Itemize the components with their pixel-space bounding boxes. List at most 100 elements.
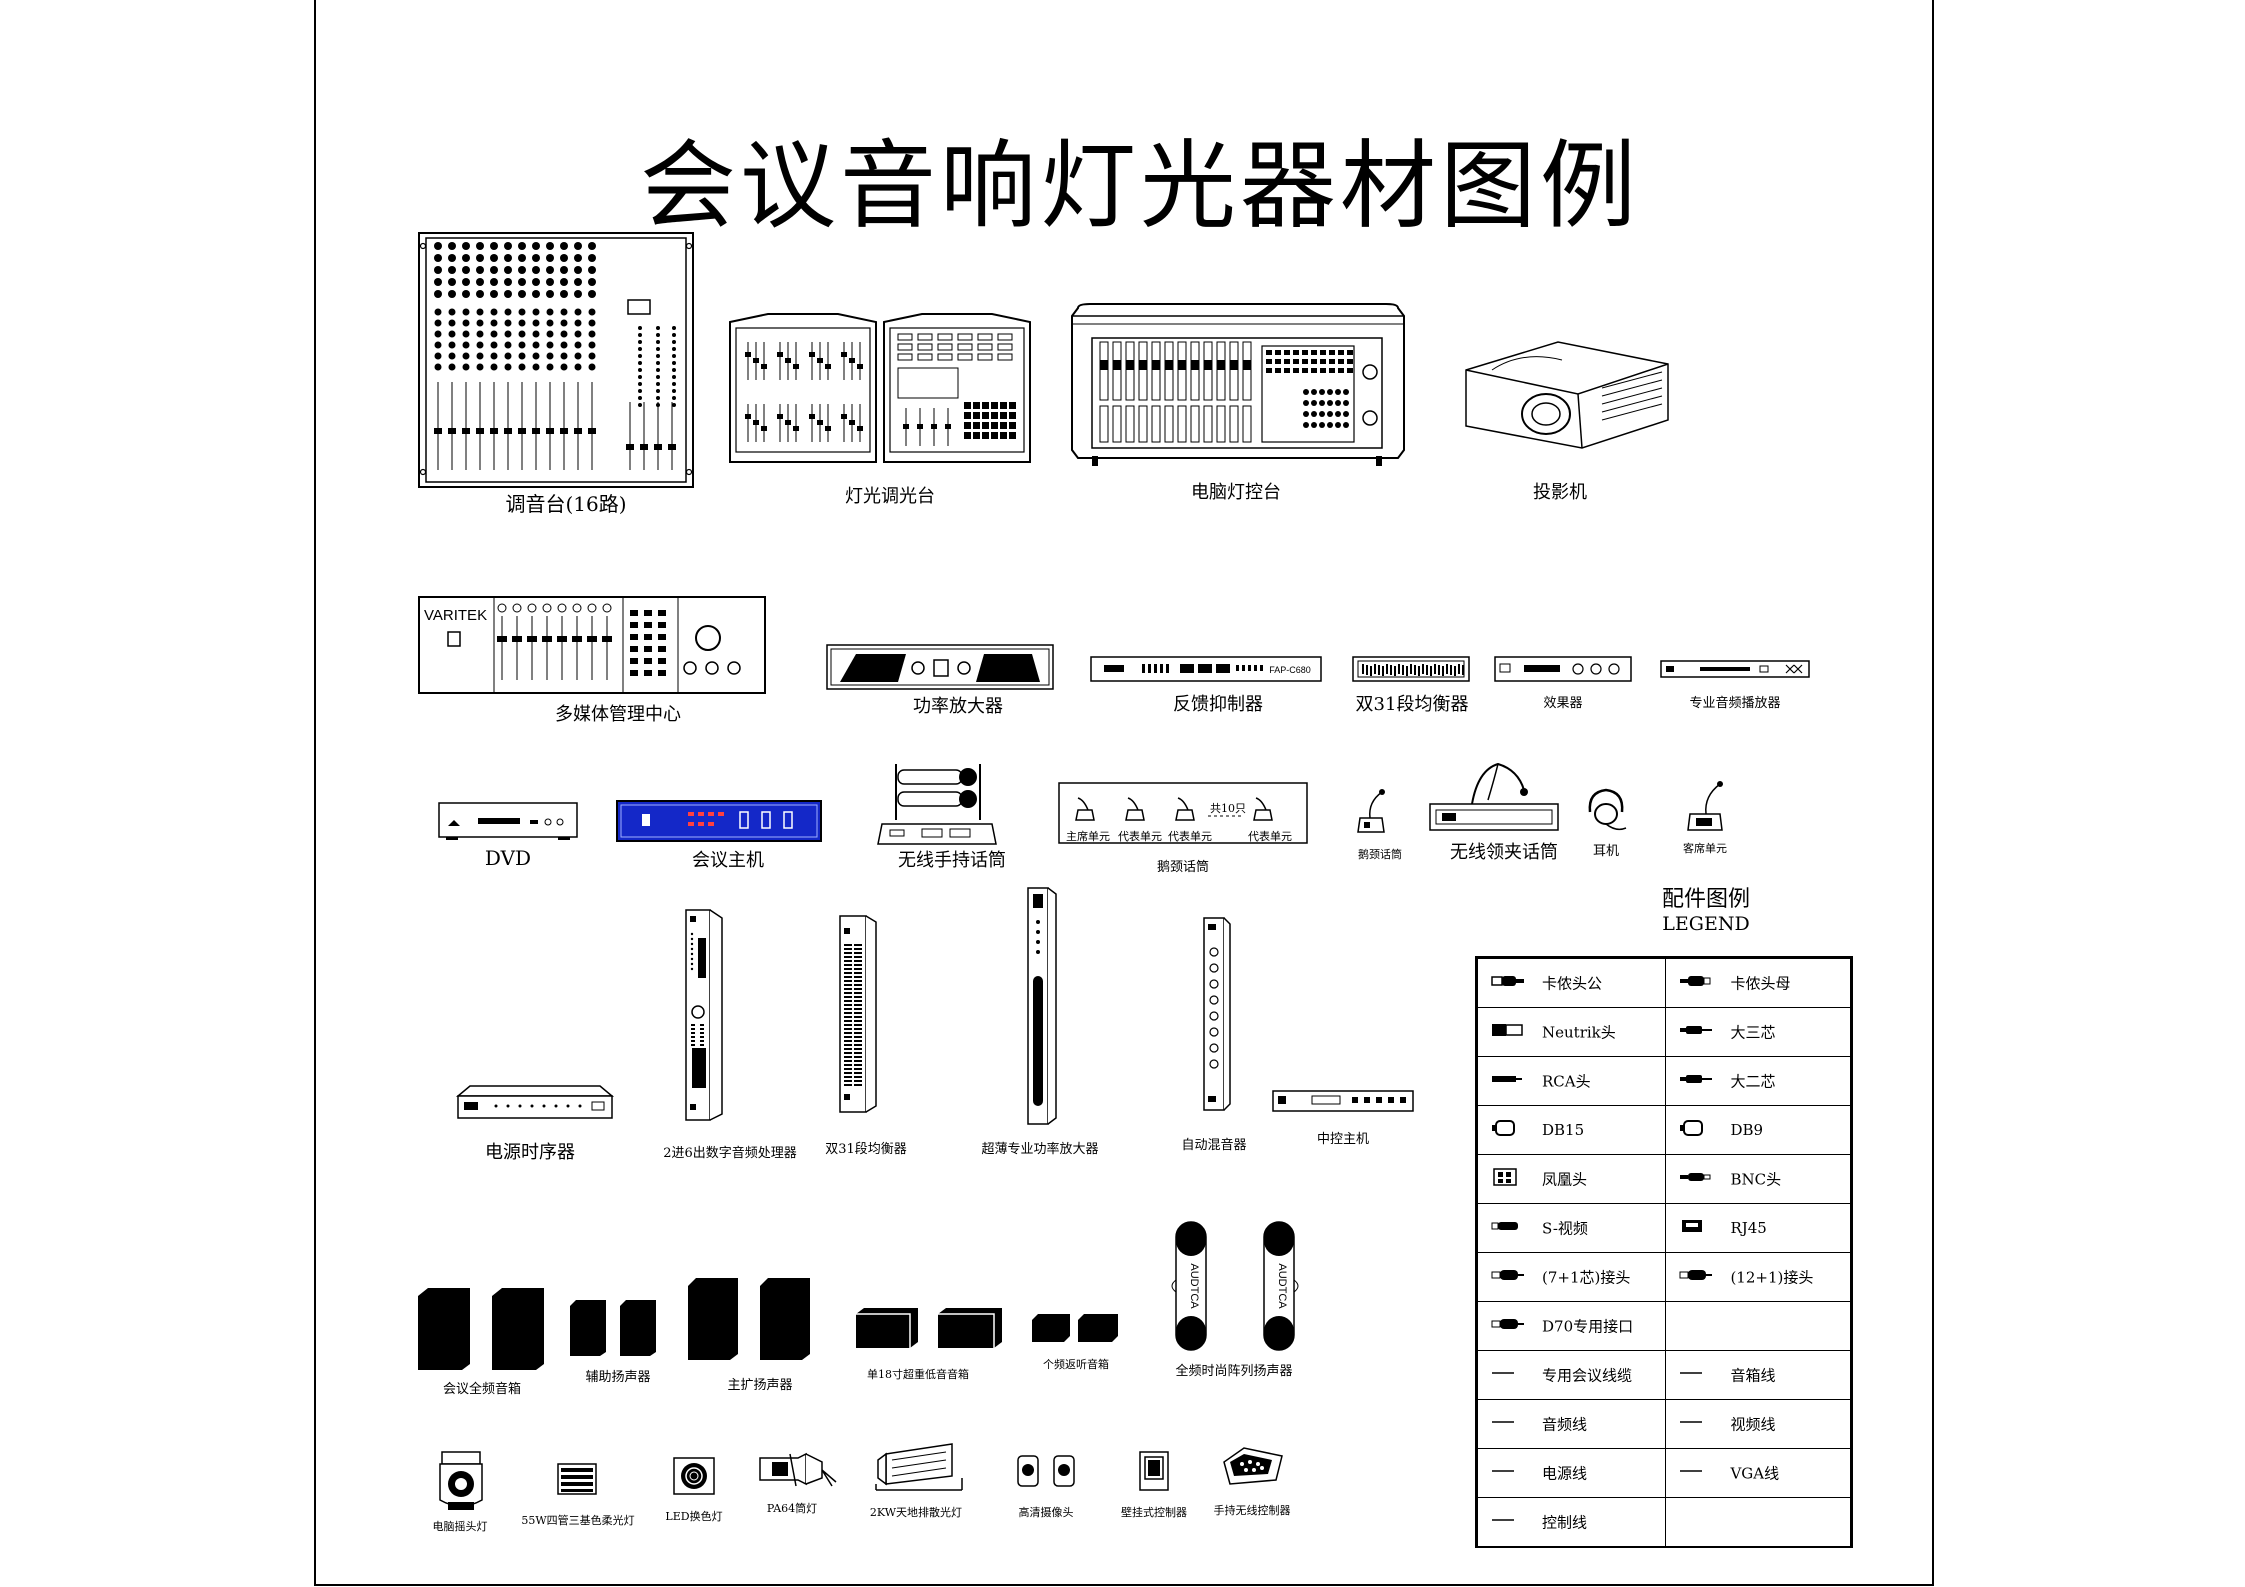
d70-connector-icon xyxy=(1490,1315,1542,1337)
conf-host-label: 会议主机 xyxy=(692,850,764,871)
effects-drawing xyxy=(1494,656,1632,682)
legend-cell xyxy=(1665,1497,1851,1547)
legend-cell: VGA线 xyxy=(1665,1448,1851,1498)
legend-item-label: S-视频 xyxy=(1542,1219,1588,1238)
wireless-handheld-label: 无线手持话筒 xyxy=(898,850,1006,871)
thin-amp-drawing xyxy=(1027,887,1057,1125)
legend-item-label: 电源线 xyxy=(1542,1464,1588,1483)
wireless-handheld-drawing xyxy=(877,764,997,845)
thin-amp-label: 超薄专业功率放大器 xyxy=(981,1142,1099,1157)
power-seq-drawing xyxy=(455,1085,615,1119)
legend-item-label: VGA线 xyxy=(1730,1464,1780,1483)
goose-unit-label: 代表单元 xyxy=(1118,830,1162,843)
dsp-drawing xyxy=(685,909,723,1121)
goose-mic-label: 鹅颈话筒 xyxy=(1156,860,1210,875)
legend-item-label: 凤凰头 xyxy=(1542,1170,1588,1189)
phoenix-connector-icon xyxy=(1490,1168,1542,1190)
plug-7-1-connector-icon xyxy=(1490,1266,1542,1288)
flood-light-drawing xyxy=(875,1443,963,1491)
soft-light-label: 55W四管三基色柔光灯 xyxy=(521,1514,635,1527)
legend-cell: (12+1)接头 xyxy=(1665,1252,1851,1302)
cable-line-icon xyxy=(1678,1413,1730,1435)
eq31-vertical-drawing xyxy=(839,915,877,1113)
legend-item-label: 视频线 xyxy=(1730,1415,1776,1434)
aux-speakers-drawing xyxy=(570,1300,656,1356)
legend-cell: DB9 xyxy=(1665,1105,1851,1155)
goose-unit-label: 代表单元 xyxy=(1168,830,1212,843)
line-array-brand-text: AUDTCA xyxy=(1276,1263,1288,1309)
main-speaker-label: 主扩扬声器 xyxy=(727,1378,793,1393)
legend-item-label: 卡侬头公 xyxy=(1542,974,1603,993)
goose-mic-single-label: 鹅颈话筒 xyxy=(1358,848,1402,861)
guest-unit-label: 客席单元 xyxy=(1683,842,1727,855)
legend-row: 电源线 VGA线 xyxy=(1476,1448,1851,1498)
lapel-mic-drawing xyxy=(1429,762,1559,831)
legend-cell: RJ45 xyxy=(1665,1203,1851,1253)
legend-row: 音频线视频线 xyxy=(1476,1399,1851,1449)
xlr-female-connector-icon xyxy=(1678,972,1730,994)
feedback-label: 反馈抑制器 xyxy=(1173,694,1263,715)
trs-large-connector-icon xyxy=(1678,1021,1730,1043)
power-amp-label: 功率放大器 xyxy=(913,696,1003,717)
legend-table: 卡侬头公 卡侬头母 Neutrik头 大三芯 RCA头 大二芯 DB15 DB9 凤凰头 BNC头… xyxy=(1475,956,1853,1548)
power-seq-label: 电源时序器 xyxy=(485,1142,575,1163)
svideo-connector-icon xyxy=(1490,1217,1542,1239)
legend-cell: 专用会议线缆 xyxy=(1476,1350,1667,1400)
legend-cell: 音箱线 xyxy=(1665,1350,1851,1400)
projector-drawing xyxy=(1465,341,1669,449)
earphone-drawing xyxy=(1588,788,1627,831)
legend-cell xyxy=(1665,1301,1851,1351)
legend-item-label: DB15 xyxy=(1542,1121,1585,1139)
power-amp-drawing xyxy=(826,644,1054,690)
legend-cell: S-视频 xyxy=(1476,1203,1667,1253)
cable-line-icon xyxy=(1490,1511,1542,1533)
full-range-label: 会议全频音箱 xyxy=(442,1382,522,1397)
dsp-label: 2进6出数字音频处理器 xyxy=(663,1146,797,1161)
eq31-vertical-label: 双31段均衡器 xyxy=(825,1142,907,1157)
legend-item-label: 音箱线 xyxy=(1730,1366,1776,1385)
feedback-brand-text: FAP-C680 xyxy=(1269,665,1311,675)
legend-item-label: 大三芯 xyxy=(1730,1023,1776,1042)
pc-light-console-label: 电脑灯控台 xyxy=(1191,482,1281,503)
legend-row: DB15 DB9 xyxy=(1476,1105,1851,1155)
handheld-ctrl-label: 手持无线控制器 xyxy=(1213,1504,1291,1517)
goose-count-label: 共10只 xyxy=(1210,802,1246,815)
monitor-label: 个频返听音箱 xyxy=(1043,1358,1109,1371)
legend-cell: BNC头 xyxy=(1665,1154,1851,1204)
cable-line-icon xyxy=(1490,1364,1542,1386)
line-array-brand-text: AUDTCA xyxy=(1188,1263,1200,1309)
legend-item-label: RCA头 xyxy=(1542,1072,1591,1091)
legend-item-label: Neutrik头 xyxy=(1542,1023,1616,1042)
flood-light-label: 2KW天地排散光灯 xyxy=(869,1506,963,1519)
legend-item-label: (7+1芯)接头 xyxy=(1542,1268,1631,1287)
legend-item-label: D70专用接口 xyxy=(1542,1317,1634,1336)
neutrik-connector-icon xyxy=(1490,1021,1542,1043)
plug-12-1-connector-icon xyxy=(1678,1266,1730,1288)
feedback-drawing: FAP-C680 xyxy=(1090,656,1322,682)
legend-cell: (7+1芯)接头 xyxy=(1476,1252,1667,1302)
hd-camera-label: 高清摄像头 xyxy=(1018,1506,1074,1519)
hd-camera-drawing xyxy=(1017,1455,1075,1487)
effects-label: 效果器 xyxy=(1543,696,1583,711)
wall-panel-label: 壁挂式控制器 xyxy=(1121,1506,1187,1519)
led-light-label: LED换色灯 xyxy=(665,1510,723,1523)
full-range-speakers-drawing xyxy=(418,1288,544,1370)
legend-item-label: 控制线 xyxy=(1542,1513,1588,1532)
media-center-drawing: VARITEK xyxy=(418,596,766,694)
legend-cell: DB15 xyxy=(1476,1105,1667,1155)
aux-speaker-label: 辅助扬声器 xyxy=(585,1370,651,1385)
legend-cell: 卡侬头公 xyxy=(1476,958,1667,1008)
cable-line-icon xyxy=(1490,1462,1542,1484)
dvd-drawing xyxy=(438,802,578,840)
legend-item-label: RJ45 xyxy=(1730,1219,1767,1237)
line-array-drawing: AUDTCA AUDTCA xyxy=(1171,1221,1299,1351)
legend-cell: 大三芯 xyxy=(1665,1007,1851,1057)
legend-row: D70专用接口 xyxy=(1476,1301,1851,1351)
legend-cell: 卡侬头母 xyxy=(1665,958,1851,1008)
legend-row: Neutrik头 大三芯 xyxy=(1476,1007,1851,1057)
par64-drawing xyxy=(759,1452,837,1487)
legend-cell: 大二芯 xyxy=(1665,1056,1851,1106)
legend-item-label: 专用会议线缆 xyxy=(1542,1366,1633,1385)
subwoofer-label: 单18寸超重低音音箱 xyxy=(867,1368,969,1381)
legend-cell: D70专用接口 xyxy=(1476,1301,1667,1351)
